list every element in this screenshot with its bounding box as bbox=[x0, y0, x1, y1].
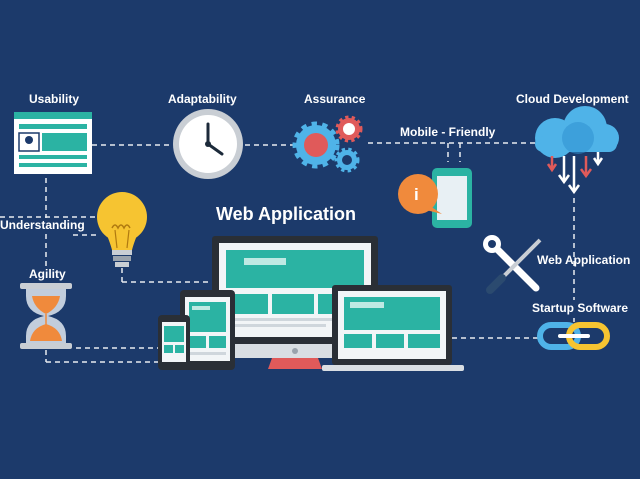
hourglass-icon bbox=[20, 283, 72, 349]
label-web-application: Web Application bbox=[537, 253, 631, 267]
tools-icon bbox=[483, 235, 542, 294]
label-adaptability: Adaptability bbox=[168, 92, 237, 106]
cloud-icon bbox=[535, 106, 619, 158]
connector-lines bbox=[0, 142, 575, 363]
tablet-icon bbox=[180, 290, 235, 370]
chain-link-icon bbox=[537, 322, 610, 350]
gears-icon bbox=[292, 115, 363, 173]
label-understanding: Understanding bbox=[0, 218, 85, 232]
label-startup-software: Startup Software bbox=[532, 301, 629, 315]
label-cloud-development: Cloud Development bbox=[516, 92, 629, 106]
smartphone-icon bbox=[158, 315, 190, 370]
label-usability: Usability bbox=[29, 92, 80, 106]
label-mobile-friendly: Mobile - Friendly bbox=[400, 125, 496, 139]
info-glyph: i bbox=[414, 185, 419, 204]
info-bubble-icon bbox=[398, 174, 442, 214]
phone-icon bbox=[432, 168, 472, 228]
cloud-arrows-icon bbox=[546, 152, 604, 195]
clock-icon bbox=[173, 109, 243, 179]
lightbulb-icon bbox=[97, 192, 147, 267]
laptop-icon bbox=[322, 285, 464, 371]
label-agility: Agility bbox=[29, 267, 66, 281]
diagram-title: Web Application bbox=[216, 204, 357, 224]
label-assurance: Assurance bbox=[304, 92, 366, 106]
usability-browser-icon bbox=[14, 112, 92, 174]
